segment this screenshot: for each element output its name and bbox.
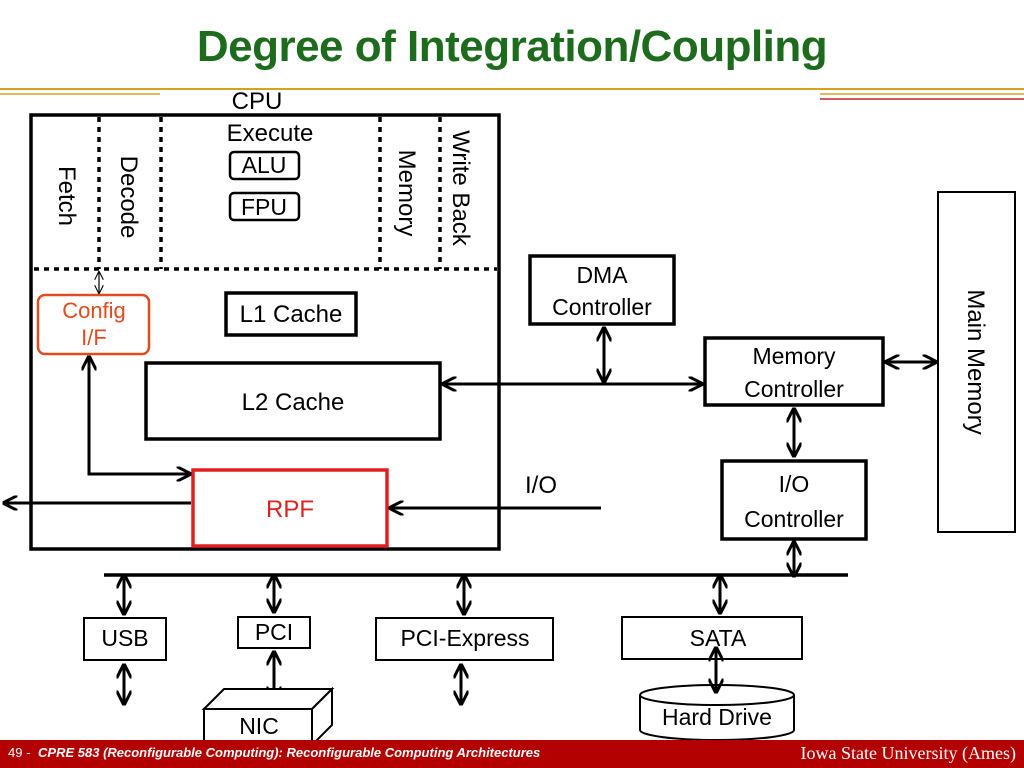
- usb-label: USB: [101, 625, 148, 651]
- sata-label: SATA: [690, 625, 747, 651]
- config-rpf-arrow: [89, 357, 190, 474]
- slide-number: 49 -: [8, 745, 31, 760]
- decode-stage-label: Decode: [115, 156, 142, 239]
- main-memory-label: Main Memory: [962, 289, 989, 434]
- pci-box: [237, 616, 311, 649]
- fpu-label: FPU: [241, 194, 287, 220]
- dma-controller-label-line2: Controller: [552, 294, 652, 320]
- cpu-box: [29, 113, 501, 551]
- slide-title: Degree of Integration/Coupling: [196, 22, 828, 71]
- hard-drive-cylinder: [639, 684, 795, 740]
- memory-controller-label-line2: Controller: [744, 376, 844, 402]
- hard-drive-label: Hard Drive: [662, 704, 772, 730]
- main-memory-box: [937, 191, 1016, 533]
- nic-label: NIC: [239, 713, 279, 739]
- alu-label: ALU: [242, 152, 287, 178]
- l2-cache-label: L2 Cache: [242, 389, 345, 416]
- memory-stage-label: Memory: [393, 150, 420, 237]
- course-title: CPRE 583 (Reconfigurable Computing): Rec…: [38, 745, 541, 760]
- l1-cache-box: [224, 291, 358, 337]
- memory-controller-box: [703, 336, 885, 407]
- header-rules: [0, 88, 1024, 114]
- pci-express-label: PCI-Express: [400, 625, 529, 651]
- l1-cache-label: L1 Cache: [240, 301, 343, 328]
- l2-cache-box: [144, 361, 442, 441]
- io-controller-label-line2: Controller: [744, 506, 844, 532]
- architecture-diagram: CPU Fetch Decode Execute ALU FPU Memory …: [0, 88, 1024, 740]
- pipeline-dividers: [34, 117, 497, 271]
- io-label: I/O: [525, 472, 557, 499]
- execute-stage-label: Execute: [227, 120, 314, 147]
- io-controller-box: [720, 459, 868, 541]
- nic-box: [201, 686, 335, 740]
- rpf-box: [191, 468, 389, 548]
- memory-controller-label-line1: Memory: [752, 343, 836, 369]
- fpu-box: [228, 191, 301, 222]
- rpf-label: RPF: [266, 496, 314, 523]
- config-if-box: [36, 293, 151, 356]
- config-if-label-line1: Config: [62, 298, 126, 323]
- slide-footer: 49 - CPRE 583 (Reconfigurable Computing)…: [0, 740, 1024, 768]
- pci-label: PCI: [255, 619, 293, 645]
- footer-left: 49 - CPRE 583 (Reconfigurable Computing)…: [8, 745, 540, 760]
- alu-box: [228, 150, 301, 181]
- pci-express-box: [375, 617, 554, 661]
- dma-controller-label-line1: DMA: [576, 262, 628, 288]
- dma-controller-box: [528, 254, 676, 326]
- config-if-label-line2: I/F: [81, 325, 107, 350]
- university-name: Iowa State University (Ames): [800, 743, 1016, 763]
- io-controller-label-line1: I/O: [779, 471, 810, 497]
- cpu-label: CPU: [232, 88, 283, 115]
- usb-box: [83, 617, 167, 661]
- fetch-stage-label: Fetch: [53, 166, 80, 226]
- write-back-stage-label: Write Back: [447, 130, 474, 247]
